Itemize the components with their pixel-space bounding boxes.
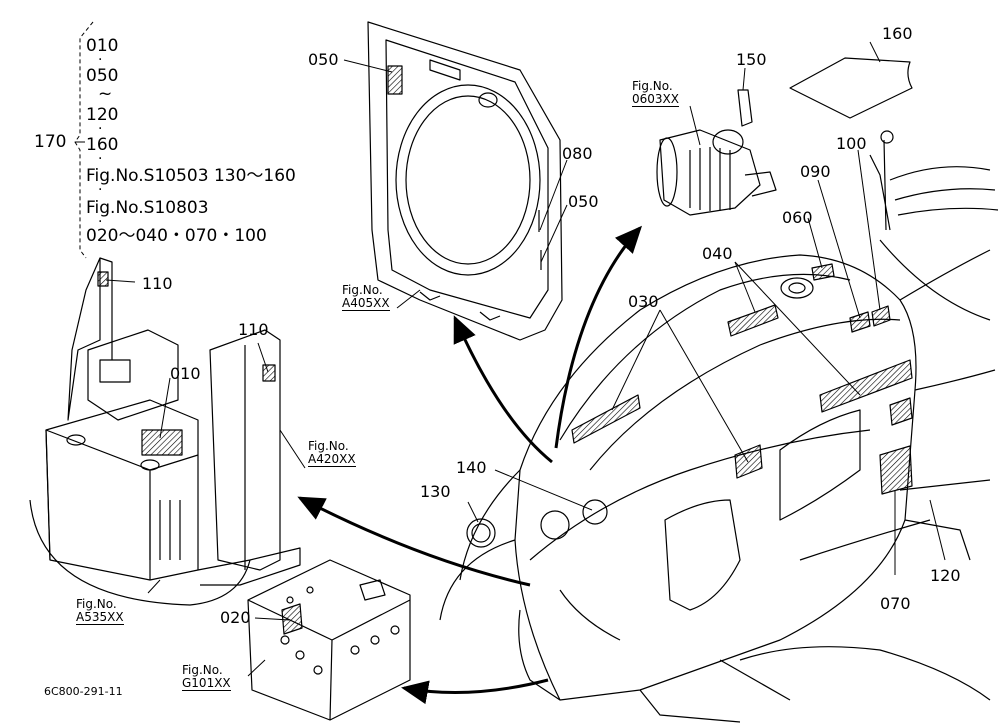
decal-110-side: [889, 397, 913, 426]
fig-code: A420XX: [308, 452, 356, 467]
fig-ref-a420[interactable]: Fig.No. A420XX: [308, 440, 356, 467]
decal-050-top: [387, 65, 403, 95]
fig-code: A535XX: [76, 610, 124, 625]
callout-070: 070: [880, 594, 911, 613]
decal-110-bracket: [262, 364, 276, 382]
callout-160: 160: [882, 24, 913, 43]
callout-130: 130: [420, 482, 451, 501]
decal-060: [811, 263, 835, 281]
legend-line: Fig.No.S10803: [86, 198, 209, 218]
fig-ref-a535[interactable]: Fig.No. A535XX: [76, 598, 124, 625]
decal-sheet: [789, 57, 913, 119]
front-guard: [247, 559, 411, 721]
legend-dot: ·: [98, 121, 103, 137]
air-cleaner: [656, 89, 777, 216]
fig-label: Fig.No.: [76, 597, 117, 611]
callout-110: 110: [142, 274, 173, 293]
fig-label: Fig.No.: [632, 79, 673, 93]
flow-arrows: [297, 225, 643, 705]
decal-040-top: [727, 304, 779, 337]
callout-010: 010: [170, 364, 201, 383]
fig-ref-g101[interactable]: Fig.No. G101XX: [182, 664, 231, 691]
callout-080: 080: [562, 144, 593, 163]
decal-030: [571, 394, 641, 444]
callout-140: 140: [456, 458, 487, 477]
legend-line: ~: [98, 84, 113, 104]
callout-100: 100: [836, 134, 867, 153]
decal-100: [871, 305, 891, 327]
legend-line: 010: [86, 36, 119, 56]
callout-120: 120: [930, 566, 961, 585]
legend-line: 160: [86, 135, 119, 155]
fig-code: G101XX: [182, 676, 231, 691]
fig-code: 0603XX: [632, 92, 679, 107]
radiator-shroud: [367, 21, 563, 341]
legend-brace: [74, 21, 94, 259]
legend-line: 020～040・070・100: [86, 226, 267, 246]
callout-050: 050: [568, 192, 599, 211]
legend-ref: 170: [34, 132, 67, 152]
callout-150: 150: [736, 50, 767, 69]
decal-040-side: [819, 359, 913, 413]
decal-020: [281, 603, 303, 635]
callout-110: 110: [238, 320, 269, 339]
leader-lines: [75, 41, 946, 677]
callout-060: 060: [782, 208, 813, 227]
legend-line: Fig.No.S10503 130～160: [86, 166, 296, 186]
legend-line: 050: [86, 66, 119, 86]
legend-dot: ·: [98, 182, 103, 198]
callout-050: 050: [308, 50, 339, 69]
bonnet-decals: [571, 263, 913, 495]
callout-030: 030: [628, 292, 659, 311]
callout-090: 090: [800, 162, 831, 181]
decal-030-side: [734, 444, 763, 479]
bonnet: [514, 130, 999, 723]
fig-label: Fig.No.: [182, 663, 223, 677]
legend-dot: ·: [98, 52, 103, 68]
fig-label: Fig.No.: [342, 283, 383, 297]
emblem: [466, 518, 496, 548]
battery-assembly: [29, 257, 301, 606]
callout-020: 020: [220, 608, 251, 627]
legend-line: 120: [86, 105, 119, 125]
fig-ref-a405[interactable]: Fig.No. A405XX: [342, 284, 390, 311]
legend-dot: ·: [98, 151, 103, 167]
legend-dot: ·: [98, 214, 103, 230]
callout-040: 040: [702, 244, 733, 263]
decal-070: [879, 445, 913, 495]
decal-090: [849, 311, 871, 333]
drawing-number: 6C800-291-11: [44, 685, 123, 698]
fig-label: Fig.No.: [308, 439, 349, 453]
decal-110-top: [97, 271, 109, 287]
fig-ref-0603[interactable]: Fig.No. 0603XX: [632, 80, 679, 107]
fig-code: A405XX: [342, 296, 390, 311]
